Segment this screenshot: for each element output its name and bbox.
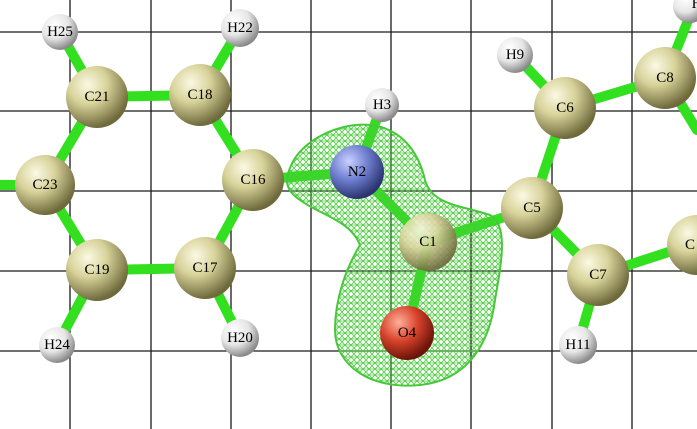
svg-text:C18: C18: [187, 87, 212, 103]
svg-text:C8: C8: [656, 70, 674, 86]
svg-text:H20: H20: [227, 330, 253, 346]
atom-c23[interactable]: C23: [15, 155, 75, 215]
atoms: H25 H22 H3 H9 H C21: [15, 0, 697, 364]
svg-text:C7: C7: [589, 267, 607, 283]
svg-text:H11: H11: [565, 337, 590, 353]
atom-c8[interactable]: C8: [634, 47, 696, 109]
svg-text:H25: H25: [47, 24, 73, 40]
svg-text:C16: C16: [240, 172, 266, 188]
atom-c5[interactable]: C5: [501, 177, 563, 239]
atom-o4[interactable]: O4: [380, 306, 434, 360]
atom-h-top[interactable]: H: [673, 0, 697, 23]
atom-h22[interactable]: H22: [221, 9, 259, 47]
atom-h9[interactable]: H9: [497, 37, 533, 73]
atom-c-right[interactable]: C: [667, 215, 697, 275]
svg-text:C6: C6: [556, 100, 574, 116]
svg-text:C5: C5: [523, 200, 541, 216]
atom-c17[interactable]: C17: [174, 237, 236, 299]
atom-c7[interactable]: C7: [567, 244, 629, 306]
atom-h11[interactable]: H11: [559, 326, 597, 364]
svg-text:O4: O4: [398, 325, 417, 341]
svg-text:C: C: [685, 237, 695, 253]
svg-text:C17: C17: [192, 260, 218, 276]
atom-c19[interactable]: C19: [66, 239, 128, 301]
svg-text:C1: C1: [419, 234, 437, 250]
svg-text:C23: C23: [32, 177, 57, 193]
svg-text:H: H: [692, 0, 697, 12]
atom-h3[interactable]: H3: [365, 88, 399, 122]
svg-text:N2: N2: [348, 164, 366, 180]
atom-h20[interactable]: H20: [221, 319, 259, 357]
atom-h25[interactable]: H25: [42, 14, 78, 50]
atom-c16[interactable]: C16: [222, 149, 284, 211]
atom-h24[interactable]: H24: [39, 327, 75, 363]
atom-c18[interactable]: C18: [169, 64, 231, 126]
svg-text:H9: H9: [506, 47, 524, 63]
svg-text:H3: H3: [373, 97, 391, 113]
atom-c6[interactable]: C6: [534, 77, 596, 139]
svg-text:H24: H24: [44, 337, 70, 353]
svg-text:H22: H22: [227, 20, 253, 36]
atom-c21[interactable]: C21: [66, 66, 128, 128]
svg-text:C21: C21: [84, 89, 109, 105]
atom-c1[interactable]: C1: [399, 213, 457, 271]
atom-n2[interactable]: N2: [330, 145, 384, 199]
svg-text:C19: C19: [84, 262, 109, 278]
